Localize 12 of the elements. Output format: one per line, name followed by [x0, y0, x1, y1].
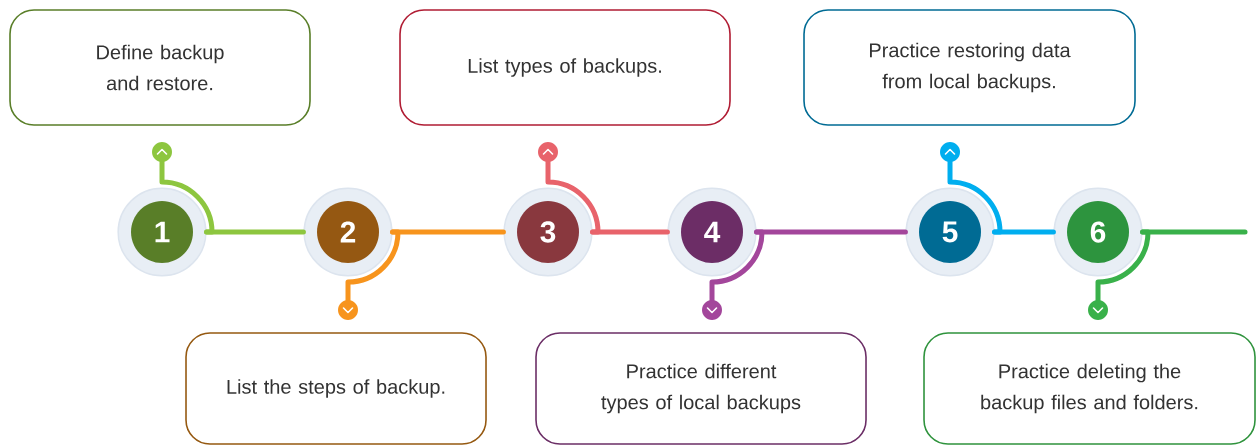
- text-box: Practice deleting the backup files and folders.: [923, 332, 1256, 445]
- connector-line: [390, 229, 506, 235]
- text-box: List the steps of backup.: [185, 332, 487, 445]
- text-box: Define backup and restore.: [9, 9, 311, 126]
- connector-line: [1140, 229, 1248, 235]
- text-box: List types of backups.: [399, 9, 731, 126]
- text-box: Practice restoring data from local backups.: [803, 9, 1136, 126]
- connector-line: [754, 229, 908, 235]
- connector-line: [992, 229, 1056, 235]
- text-box: Practice different types of local backups: [535, 332, 867, 445]
- connector-line: [204, 229, 306, 235]
- connector-line: [590, 229, 670, 235]
